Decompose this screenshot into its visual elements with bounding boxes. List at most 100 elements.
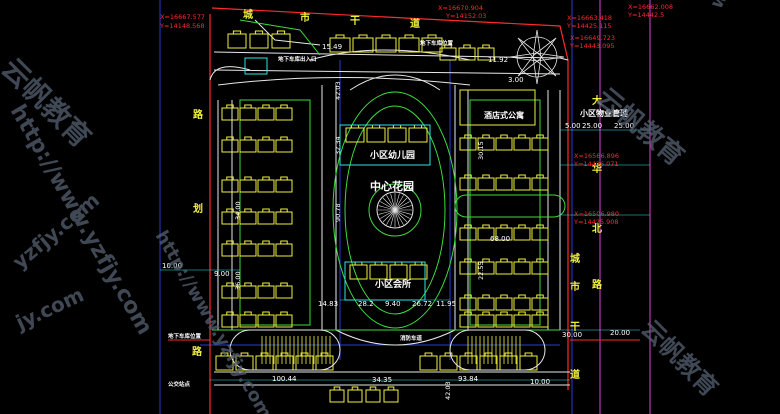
building-stair: [484, 352, 493, 357]
building-stair: [262, 208, 270, 213]
dimension-value: 34.35: [372, 376, 392, 384]
dimension-value: 25.00: [582, 122, 602, 130]
building: [477, 297, 495, 311]
building: [257, 139, 275, 153]
building-stair: [424, 352, 433, 357]
building: [239, 107, 257, 121]
fountain-ray: [394, 209, 412, 215]
building: [349, 264, 368, 280]
building-stair: [482, 224, 490, 229]
clubhouse-label: 小区会所: [374, 278, 411, 290]
building-stair: [444, 352, 453, 357]
building: [369, 264, 388, 280]
building-stair: [280, 311, 288, 316]
hotel-apartment-label: 酒店式公寓: [484, 110, 524, 120]
fire-lane-label: 消防车道: [400, 334, 423, 342]
building-stair: [260, 352, 269, 357]
building-stair: [536, 134, 544, 139]
street-top-0: 城: [243, 8, 253, 21]
building-stair: [244, 282, 252, 287]
dimension-value: 26.72: [412, 300, 432, 308]
fountain-ray: [378, 205, 396, 211]
building: [295, 355, 314, 371]
building: [495, 261, 513, 275]
dimension-value: 11.92: [488, 56, 508, 64]
basement-entrance-label: 地下车库出入口: [278, 55, 317, 63]
building-stair: [280, 282, 288, 287]
building: [477, 177, 495, 191]
dimension-value: 14.83: [318, 300, 338, 308]
dimension-value: 28.2: [358, 300, 374, 308]
building-stair: [276, 30, 286, 35]
building: [257, 243, 275, 257]
street-left-1: 划: [193, 202, 203, 215]
coord-x: X=16667.577: [160, 13, 205, 21]
building: [275, 211, 293, 225]
building: [239, 211, 257, 225]
building-stair: [351, 386, 359, 391]
building-stair: [500, 258, 508, 263]
bus-stop-label: 公交站点: [168, 380, 191, 388]
coord-x: X=16670.904: [438, 4, 483, 12]
building-stair: [500, 134, 508, 139]
building: [221, 139, 239, 153]
building-stair: [280, 104, 288, 109]
building-stair: [536, 224, 544, 229]
building: [257, 285, 275, 299]
building-stair: [518, 311, 526, 316]
fountain-ray: [382, 197, 396, 211]
building: [495, 297, 513, 311]
dimension-value: 10.00: [530, 378, 550, 386]
street-left-bottom: 路: [192, 345, 203, 358]
fountain-ray: [390, 193, 396, 211]
building-stair: [464, 174, 472, 179]
coord-y: Y=14426.071: [573, 160, 619, 168]
dimension-value: 30.15: [477, 141, 485, 160]
building-stair: [504, 352, 513, 357]
building: [275, 355, 294, 371]
building: [255, 355, 274, 371]
coord-y: Y=14152.03: [445, 12, 486, 20]
dimension-value: 90.78: [334, 203, 342, 222]
dimension-values: 15.49 11.92 3.00 5.00 25.00 25.00 10.00 …: [162, 43, 634, 400]
building: [513, 227, 531, 241]
dimension-value: 15.49: [322, 43, 342, 51]
coord-y: Y=14442.5: [627, 11, 664, 19]
building-stair: [518, 224, 526, 229]
coord-y: Y=14425.115: [566, 22, 612, 30]
building: [387, 127, 407, 143]
parking-stripes: [261, 336, 521, 364]
building: [419, 355, 438, 371]
building: [249, 33, 269, 49]
fountain-ray: [380, 209, 396, 219]
building-stair: [300, 352, 309, 357]
parking-left-label: 地下车库位置: [168, 332, 202, 340]
building-stair: [463, 44, 471, 49]
building-stair: [500, 174, 508, 179]
building-stair: [240, 352, 249, 357]
fountain-ray: [394, 209, 400, 227]
building: [479, 355, 498, 371]
building: [513, 177, 531, 191]
building-stair: [226, 282, 234, 287]
building-stair: [524, 352, 533, 357]
building: [239, 179, 257, 193]
dimension-value: 93.84: [458, 375, 479, 383]
building-stair: [500, 311, 508, 316]
fountain-ray: [386, 195, 396, 211]
building: [257, 179, 275, 193]
dimension-value: 42.03: [334, 81, 342, 100]
dimension-value: 30.00: [562, 331, 582, 339]
building-stair: [482, 311, 490, 316]
street-top-1: 市: [300, 11, 310, 24]
coord-x: X=16506.980: [574, 210, 619, 218]
building: [495, 177, 513, 191]
building-stair: [464, 352, 473, 357]
dimension-value: 22.55: [477, 261, 485, 280]
fountain-ray: [380, 201, 396, 211]
street-right-6: 干: [570, 321, 580, 333]
building: [495, 137, 513, 151]
fountain-ray: [390, 209, 396, 227]
building: [398, 37, 420, 53]
building-stair: [280, 208, 288, 213]
